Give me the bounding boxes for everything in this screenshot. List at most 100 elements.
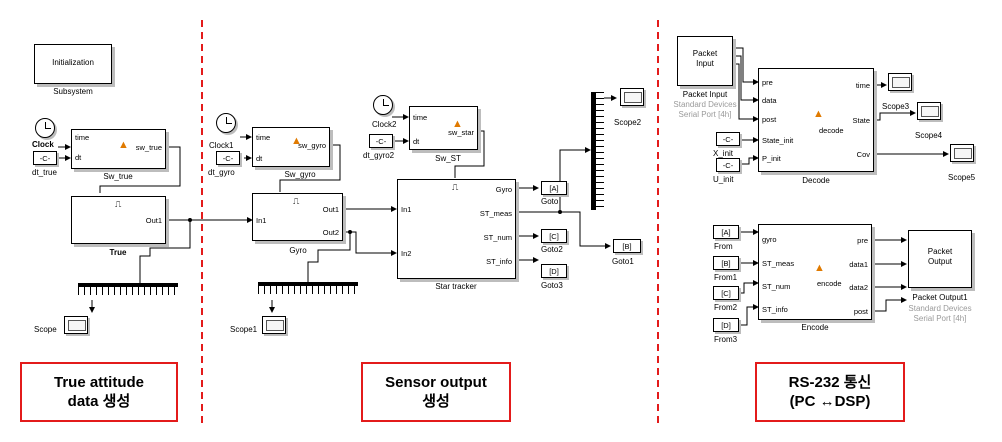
packet-output-title: Packet Output [927,247,953,266]
sw-true-port-out: sw_true [135,143,162,152]
packet-input-title: Packet Input [692,49,718,68]
clock-label: Clock [32,140,54,149]
star-tracker-name: Star tracker [435,282,477,291]
encode-fn-name: encode [817,279,842,288]
gyro-port-in1: In1 [256,216,267,225]
goto-c-tag[interactable]: [C] [541,229,567,243]
dt-true-label: dt_true [32,168,57,177]
packet-output-sub2: Serial Port [4h] [913,314,967,323]
true-subsystem-block[interactable]: ⎍ Out1 [71,196,166,244]
decode-name: Decode [802,176,830,185]
matlab-function-icon: ▲ [291,135,302,147]
goto-a-tag[interactable]: [A] [541,181,567,195]
from-c-label: From2 [714,303,738,312]
packet-input-block[interactable]: Packet Input [677,36,733,86]
star-port-in2: In2 [401,249,412,258]
encode-port-gyro: gyro [762,235,777,244]
pulse-icon: ⎍ [293,196,300,206]
sw-st-name: Sw_ST [435,154,461,163]
sw-true-block[interactable]: time dt sw_true ▲ [71,129,166,169]
clock-block[interactable] [35,118,55,138]
true-port-out1: Out1 [145,216,162,225]
u-init-label: U_init [713,175,734,184]
scope1-block[interactable] [262,316,286,334]
decode-port-state-init: State_init [762,136,794,145]
scope2-block[interactable] [620,88,644,106]
gyro-mux-bar [258,282,358,286]
scope3-block[interactable] [888,73,912,91]
star-port-out-gyro: Gyro [495,185,512,194]
sw-gyro-block[interactable]: time dt sw_gyro ▲ [252,127,330,167]
st-mux-bar [591,92,596,210]
junction-dot [348,230,352,234]
encode-port-st-info: ST_info [762,305,788,314]
goto-b-tag[interactable]: [B] [613,239,641,253]
sw-gyro-port-out: sw_gyro [298,141,326,150]
encode-port-data1: data1 [849,260,868,269]
packet-input-name: Packet Input [682,90,728,99]
goto-d-tag[interactable]: [D] [541,264,567,278]
decode-block[interactable]: pre data post State_init P_init time Sta… [758,68,874,172]
star-port-out-st-meas: ST_meas [479,209,512,218]
from-d-tag[interactable]: [D] [713,318,739,332]
goto-c-label: Goto2 [541,245,563,254]
packet-output-block[interactable]: Packet Output [908,230,972,288]
encode-block[interactable]: gyro ST_meas ST_num ST_info pre data1 da… [758,224,872,320]
matlab-function-icon: ▲ [813,108,824,120]
pulse-icon: ⎍ [452,182,459,192]
from-b-tag[interactable]: [B] [713,256,739,270]
dt-gyro2-label: dt_gyro2 [363,151,395,160]
caption-sensor-output: Sensor output 생성 [361,362,511,422]
scope4-block[interactable] [917,102,941,120]
caption-rs-text: RS-232 통신 (PC ↔DSP) [788,374,872,410]
dt-gyro2-constant[interactable]: -C- [369,134,393,148]
scope1-label: Scope1 [230,325,258,334]
scope3-label: Scope3 [882,102,910,111]
true-mux-bar [78,283,178,287]
sw-gyro-port-dt: dt [256,154,263,163]
gyro-subsystem-block[interactable]: ⎍ In1 Out1 Out2 [252,193,343,241]
encode-port-st-num: ST_num [762,282,791,291]
scope-label: Scope [34,325,57,334]
star-tracker-block[interactable]: ⎍ In1 In2 Gyro ST_meas ST_num ST_info [397,179,516,279]
junction-dot [558,210,562,214]
gyro-port-out2: Out2 [322,228,339,237]
caption-true-text: True attitude data 생성 [53,374,144,410]
u-init-constant[interactable]: -C- [716,158,740,172]
encode-name: Encode [801,323,829,332]
dt-true-constant[interactable]: -C- [33,151,57,165]
sw-st-port-out: sw_star [448,128,474,137]
initialization-subsystem[interactable]: Initialization [34,44,112,84]
true-block-name: True [109,248,127,257]
gyro-port-out1: Out1 [322,205,339,214]
encode-port-post: post [853,307,868,316]
from-c-tag[interactable]: [C] [713,286,739,300]
decode-port-post: post [762,115,777,124]
clock2-block[interactable] [373,95,393,115]
decode-port-cov: Cov [856,150,870,159]
sw-gyro-name: Sw_gyro [284,170,316,179]
scope5-block[interactable] [950,144,974,162]
decode-port-p-init: P_init [762,154,781,163]
sw-st-block[interactable]: time dt sw_star ▲ [409,106,478,150]
sw-true-port-dt: dt [75,153,82,162]
decode-fn-name: decode [819,126,844,135]
dt-gyro-constant[interactable]: -C- [216,151,240,165]
sw-st-port-time: time [413,113,428,122]
encode-port-data2: data2 [849,283,868,292]
gyro-mux-teeth [258,286,358,294]
matlab-function-icon: ▲ [118,139,129,151]
packet-input-sub2: Serial Port [4h] [678,110,732,119]
sw-st-port-dt: dt [413,137,420,146]
scope4-label: Scope4 [915,131,943,140]
from-a-tag[interactable]: [A] [713,225,739,239]
clock1-block[interactable] [216,113,236,133]
gyro-block-name: Gyro [289,246,307,255]
junction-dot [188,218,192,222]
from-d-label: From3 [714,335,738,344]
goto-d-label: Goto3 [541,281,563,290]
x-init-constant[interactable]: -C- [716,132,740,146]
scope-block[interactable] [64,316,88,334]
matlab-function-icon: ▲ [452,118,463,130]
